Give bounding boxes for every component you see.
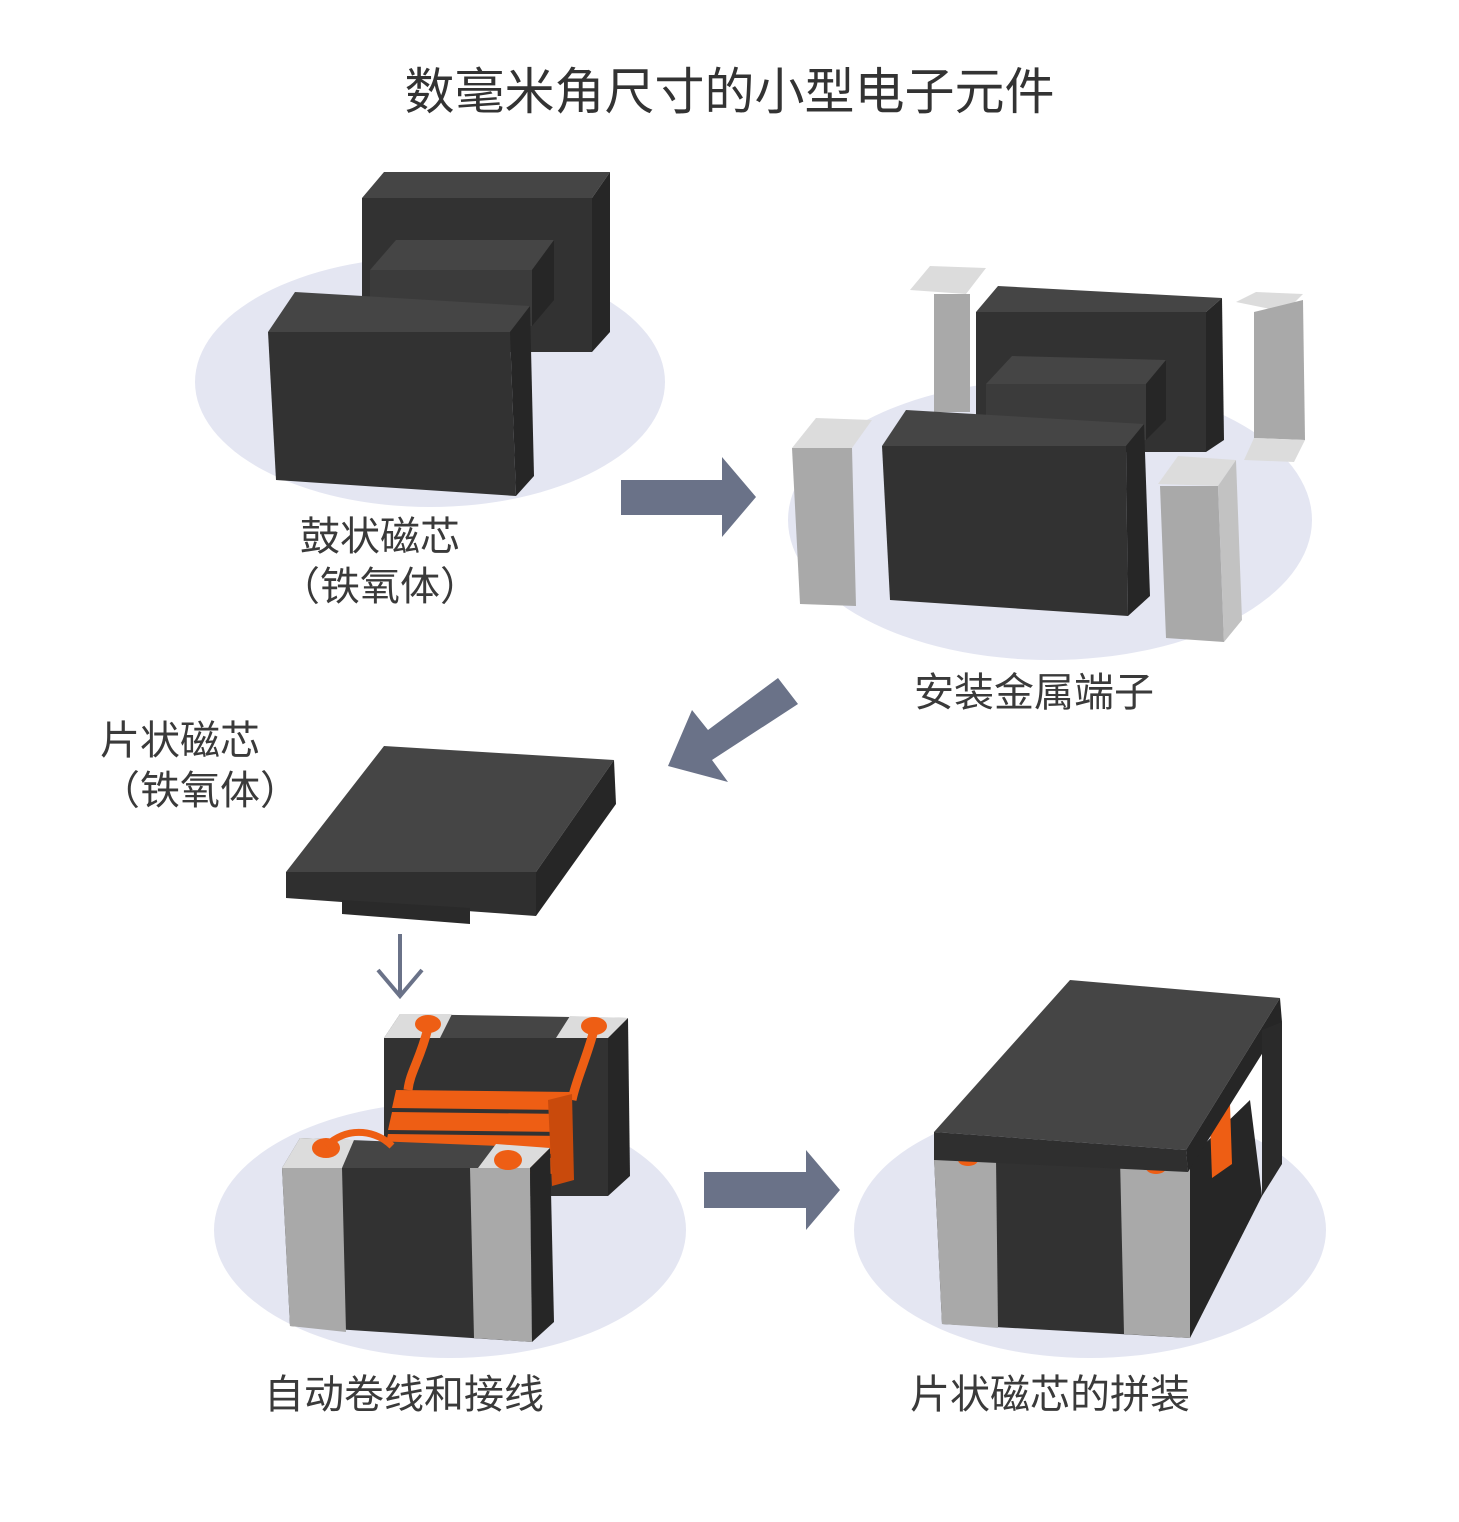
arrow-right [704, 1150, 840, 1230]
label-plate-core-line2: （铁氧体） [100, 768, 300, 814]
label-plate-core-line1: 片状磁芯 [100, 718, 260, 764]
label-winding: 自动卷线和接线 [264, 1372, 544, 1418]
assembly-illustration [854, 980, 1326, 1358]
label-drum-core: 鼓状磁芯 （铁氧体） [230, 512, 530, 612]
arrow-right [621, 457, 756, 537]
label-plate-core: 片状磁芯 （铁氧体） [100, 716, 300, 816]
label-drum-core-line1: 鼓状磁芯 [300, 514, 460, 560]
arrow-down [376, 934, 424, 1000]
terminals-illustration [788, 266, 1312, 660]
label-drum-core-line2: （铁氧体） [280, 564, 480, 610]
page-title: 数毫米角尺寸的小型电子元件 [404, 63, 1055, 121]
drum-core-illustration [195, 172, 665, 507]
label-terminals: 安装金属端子 [914, 670, 1154, 716]
winding-illustration [214, 1014, 686, 1358]
arrow-down-left [668, 678, 798, 782]
label-assembly: 片状磁芯的拼装 [910, 1372, 1190, 1418]
plate-core-illustration [286, 746, 616, 924]
